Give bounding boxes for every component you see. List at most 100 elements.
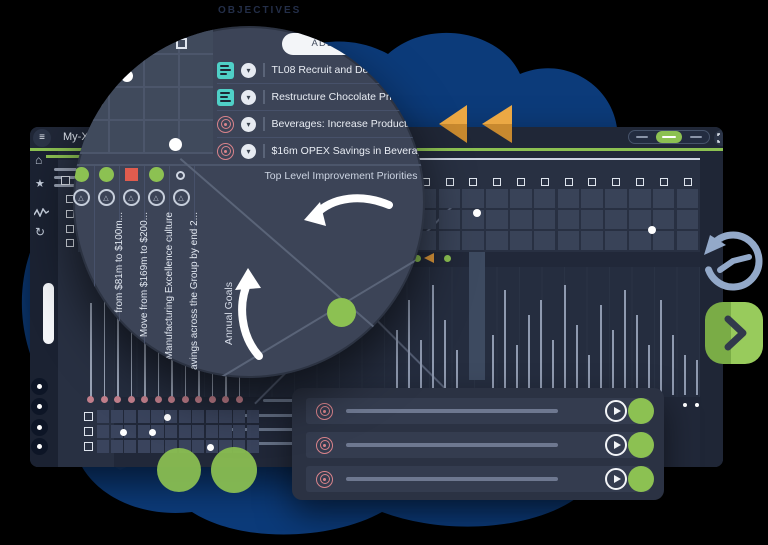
- grid-checkbox[interactable]: [66, 225, 74, 233]
- sidebar-item-activity[interactable]: [33, 204, 50, 222]
- timeline-checkbox[interactable]: [540, 178, 549, 186]
- play-icon: [613, 475, 621, 483]
- grid-cell: [605, 210, 627, 229]
- grid-checkbox[interactable]: [61, 176, 70, 185]
- menu-button[interactable]: ≡: [33, 128, 51, 147]
- milestone-dot-pink: [208, 396, 216, 403]
- grid-cell: [605, 189, 627, 208]
- objective-row[interactable]: ▾ TL08 Recruit and Develop best...: [217, 58, 425, 82]
- matrix-relation-dot[interactable]: [163, 413, 171, 421]
- milestone-marker-triangle[interactable]: [424, 253, 434, 263]
- status-circle-green[interactable]: [628, 432, 654, 458]
- matrix-relation-dot[interactable]: [473, 209, 481, 217]
- milestone-triangle-icon[interactable]: △: [73, 189, 90, 206]
- fullscreen-button[interactable]: [714, 129, 723, 146]
- history-clock-icon[interactable]: [696, 224, 768, 298]
- grid-checkbox[interactable]: [66, 239, 74, 247]
- chart-zone: [114, 267, 723, 397]
- detail-panel-row[interactable]: [306, 466, 654, 492]
- goal-column-label: Savings across the Group by end 2...: [189, 212, 200, 377]
- milestone-dot-green[interactable]: [444, 255, 451, 262]
- matrix-relation-dot[interactable]: [91, 96, 103, 108]
- objective-row[interactable]: ▾ Beverages: Increase Production Right..…: [217, 112, 425, 136]
- target-icon: [316, 436, 333, 454]
- grid-checkbox[interactable]: [84, 412, 93, 421]
- timeline-checkbox[interactable]: [469, 178, 478, 186]
- grid-checkbox[interactable]: [84, 427, 93, 436]
- column-divider: [118, 166, 120, 378]
- status-indicator-open: [176, 171, 185, 180]
- timeline-checkbox[interactable]: [517, 178, 525, 186]
- view-option-selected[interactable]: [655, 131, 683, 143]
- matrix-relation-dot[interactable]: [169, 138, 182, 151]
- milestone-triangle-icon[interactable]: △: [147, 189, 165, 206]
- target-icon: [217, 142, 234, 160]
- detail-panel-row[interactable]: [306, 432, 654, 458]
- grid-cell: [137, 425, 150, 438]
- grid-checkbox[interactable]: [84, 442, 93, 451]
- matrix-node-green[interactable]: [327, 298, 356, 327]
- next-button[interactable]: [705, 302, 763, 364]
- grid-cell: [178, 425, 191, 438]
- status-circle-green[interactable]: [628, 398, 654, 424]
- gantt-line: [117, 297, 119, 397]
- grid-cell: [233, 410, 246, 423]
- sidebar-item-history[interactable]: ↻: [35, 225, 45, 239]
- grid-cell: [581, 231, 603, 250]
- status-circle-green[interactable]: [628, 466, 654, 492]
- sidebar-item-home[interactable]: ⌂: [35, 153, 42, 167]
- document-icon: [217, 61, 234, 79]
- timeline-checkbox[interactable]: [564, 178, 573, 186]
- dropdown-button[interactable]: ▾: [241, 116, 256, 132]
- gantt-line: [564, 285, 566, 395]
- matrix-relation-dot[interactable]: [648, 226, 656, 234]
- play-button[interactable]: [605, 400, 627, 422]
- dropdown-button[interactable]: ▾: [241, 143, 256, 159]
- placeholder-text-line: [54, 168, 84, 171]
- timeline-checkbox[interactable]: [493, 178, 502, 186]
- matrix-relation-dot[interactable]: [148, 428, 156, 436]
- matrix-relation-dot[interactable]: [119, 428, 127, 436]
- play-button[interactable]: [605, 468, 627, 490]
- milestone-triangle-icon[interactable]: △: [97, 189, 115, 206]
- grid-cell: [533, 231, 556, 250]
- grid-cell: [533, 189, 556, 208]
- play-button[interactable]: [605, 434, 627, 456]
- timeline-checkbox[interactable]: [683, 178, 692, 186]
- chevron-right-icon: [724, 315, 747, 351]
- matrix-relation-dot[interactable]: [121, 70, 133, 82]
- milestone-triangle-icon[interactable]: △: [172, 189, 190, 206]
- grid-cell: [178, 410, 191, 423]
- milestone-dot-pink: [222, 396, 229, 403]
- activity-icon: [33, 207, 50, 218]
- add-objective-button[interactable]: ADD OBJECTIVE: [282, 33, 425, 55]
- objective-row[interactable]: ▾ Restructure Chocolate Pricing Model: [217, 85, 425, 109]
- view-option-left[interactable]: [629, 131, 656, 143]
- grid-cell: [629, 231, 651, 250]
- timeline-checkbox[interactable]: [445, 178, 454, 186]
- gantt-line: [612, 330, 614, 395]
- row-bullet-dot: [37, 425, 42, 430]
- dropdown-button[interactable]: ▾: [241, 89, 256, 105]
- grid-cell: [605, 231, 627, 250]
- objective-row[interactable]: ▾ $16m OPEX Savings in Beverages by End.…: [217, 139, 425, 163]
- rewind-arrows[interactable]: [434, 100, 518, 148]
- sidebar-item-favorites[interactable]: ★: [35, 177, 45, 190]
- grid-checkbox[interactable]: [148, 38, 159, 49]
- timeline-checkbox[interactable]: [588, 178, 597, 186]
- milestone-dot-small: [694, 403, 699, 407]
- curved-arrow-left: [304, 194, 393, 226]
- dropdown-button[interactable]: ▾: [241, 62, 256, 78]
- scrollbar-thumb[interactable]: [43, 283, 54, 344]
- magnifier-circle: ADD OBJECTIVE ▾ TL08 Recruit and Develop…: [73, 26, 425, 378]
- matrix-relation-dot[interactable]: [206, 443, 214, 451]
- history-icon-small: ↻: [35, 225, 46, 239]
- timeline-checkbox[interactable]: [636, 178, 644, 186]
- timeline-checkbox[interactable]: [612, 178, 621, 186]
- detail-panel-row[interactable]: [306, 398, 654, 424]
- gantt-line: [684, 355, 686, 395]
- milestone-triangle-icon[interactable]: △: [122, 189, 140, 206]
- grid-checkbox[interactable]: [176, 38, 187, 49]
- view-option-right[interactable]: [682, 131, 709, 143]
- timeline-checkbox[interactable]: [659, 178, 668, 186]
